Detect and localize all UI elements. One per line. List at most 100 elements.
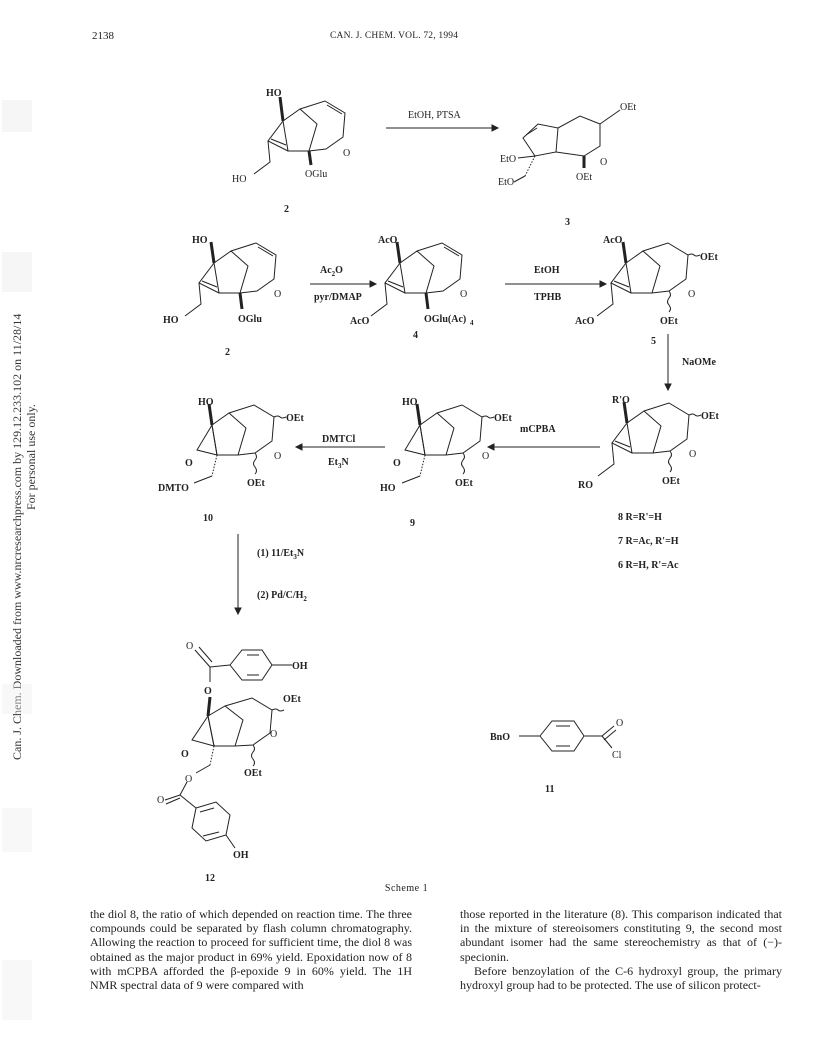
- reagent-ethanol-ptsa: EtOH, PTSA: [408, 110, 462, 121]
- svg-text:O: O: [460, 289, 467, 300]
- svg-text:Ac2O: Ac2O: [320, 265, 343, 278]
- svg-text:O: O: [688, 289, 695, 300]
- atom-labels: HO O OGlu HO OEt O EtO EtO OEt HO O OGlu…: [157, 88, 719, 861]
- svg-text:OGlu(Ac): OGlu(Ac): [424, 314, 466, 325]
- paragraph: those reported in the literature (8). Th…: [460, 907, 782, 964]
- svg-text:O: O: [204, 686, 212, 697]
- page-number: 2138: [92, 30, 114, 42]
- svg-text:O: O: [181, 749, 189, 760]
- svg-text:O: O: [274, 451, 281, 462]
- svg-text:O: O: [689, 449, 696, 460]
- svg-text:O: O: [157, 795, 164, 806]
- svg-text:O: O: [274, 289, 281, 300]
- compound-number: 10: [203, 513, 213, 524]
- svg-text:AcO: AcO: [350, 316, 370, 327]
- compound-number: 5: [651, 336, 656, 347]
- svg-text:HO: HO: [163, 315, 179, 326]
- svg-text:BnO: BnO: [490, 732, 510, 743]
- svg-text:(2) Pd/C/H2: (2) Pd/C/H2: [257, 590, 307, 603]
- svg-text:Et3N: Et3N: [328, 457, 350, 470]
- svg-text:OGlu: OGlu: [305, 169, 327, 180]
- svg-text:AcO: AcO: [575, 316, 595, 327]
- compound-8: [597, 401, 702, 477]
- paragraph: Before benzoylation of the C-6 hydroxyl …: [460, 963, 782, 993]
- svg-text:O: O: [343, 148, 350, 159]
- reagent-labels: EtOH, PTSA Ac2O pyr/DMAP EtOH TPHB NaOMe…: [257, 110, 716, 603]
- reaction-arrows: [234, 124, 672, 616]
- reagent-ethanol: EtOH: [534, 265, 560, 276]
- svg-text:O: O: [616, 718, 623, 729]
- substituent-legend: 8 R=R'=H 7 R=Ac, R'=H 6 R=H, R'=Ac: [618, 512, 679, 571]
- svg-text:OEt: OEt: [286, 413, 304, 424]
- svg-text:Cl: Cl: [612, 750, 622, 761]
- compound-3: [513, 109, 621, 183]
- compound-numbers: 2 3 2 4 5 10 9 12 11: [203, 204, 656, 884]
- svg-text:OEt: OEt: [701, 411, 719, 422]
- body-left-column: the diol 8, the ratio of which depended …: [90, 907, 412, 992]
- body-right-column: those reported in the literature (8). Th…: [460, 907, 782, 992]
- scan-noise: [2, 100, 32, 132]
- paragraph: the diol 8, the ratio of which depended …: [90, 907, 412, 993]
- reagent-mcpba: mCPBA: [520, 424, 556, 435]
- compound-number: 2: [225, 347, 230, 358]
- svg-text:EtO: EtO: [500, 154, 516, 165]
- scan-noise: [2, 684, 32, 714]
- svg-text:OGlu: OGlu: [238, 314, 262, 325]
- svg-text:HO: HO: [192, 235, 208, 246]
- svg-text:OEt: OEt: [662, 476, 680, 487]
- svg-text:HO: HO: [232, 174, 246, 185]
- running-header: CAN. J. CHEM. VOL. 72, 1994: [330, 31, 459, 41]
- compound-number: 9: [410, 518, 415, 529]
- scheme-caption: Scheme 1: [384, 883, 429, 894]
- svg-text:EtO: EtO: [498, 177, 514, 188]
- compound-number: 4: [413, 330, 418, 341]
- svg-text:OEt: OEt: [247, 478, 265, 489]
- svg-text:RO: RO: [578, 480, 593, 491]
- compound-number: 3: [565, 217, 570, 228]
- svg-text:OH: OH: [233, 850, 249, 861]
- compound-12: [164, 646, 292, 849]
- svg-text:OEt: OEt: [700, 252, 718, 263]
- svg-text:DMTO: DMTO: [158, 483, 189, 494]
- svg-text:OEt: OEt: [576, 172, 592, 183]
- compound-4: [370, 241, 463, 317]
- svg-text:OH: OH: [292, 661, 308, 672]
- svg-text:O: O: [185, 458, 193, 469]
- svg-text:(1) 11/Et3N: (1) 11/Et3N: [257, 548, 305, 561]
- svg-text:OEt: OEt: [455, 478, 473, 489]
- compound-number: 2: [284, 204, 289, 215]
- compound-5: [596, 241, 701, 317]
- legend-line: 7 R=Ac, R'=H: [618, 536, 679, 547]
- svg-text:O: O: [600, 157, 607, 168]
- svg-text:AcO: AcO: [603, 235, 623, 246]
- reagent-pyr-dmap: pyr/DMAP: [314, 292, 362, 303]
- compound-10: [193, 403, 287, 484]
- svg-text:O: O: [482, 451, 489, 462]
- reagent-dmtcl: DMTCl: [322, 434, 356, 445]
- svg-text:O: O: [270, 729, 277, 740]
- compound-number: 11: [545, 784, 554, 795]
- svg-text:O: O: [185, 774, 192, 785]
- svg-text:HO: HO: [198, 397, 214, 408]
- compound-number: 12: [205, 873, 215, 884]
- svg-text:R'O: R'O: [612, 395, 630, 406]
- scan-noise: [2, 808, 32, 852]
- svg-text:HO: HO: [380, 483, 396, 494]
- svg-text:OEt: OEt: [620, 102, 636, 113]
- scan-noise: [2, 252, 32, 292]
- svg-text:HO: HO: [402, 397, 418, 408]
- svg-text:AcO: AcO: [378, 235, 398, 246]
- svg-text:OEt: OEt: [494, 413, 512, 424]
- reagent-naome: NaOMe: [682, 357, 716, 368]
- compound-2-top: [253, 96, 346, 175]
- scan-noise: [2, 960, 32, 1020]
- reagent-tphb: TPHB: [534, 292, 562, 303]
- svg-text:4: 4: [470, 319, 474, 327]
- legend-line: 6 R=H, R'=Ac: [618, 560, 679, 571]
- legend-line: 8 R=R'=H: [618, 512, 662, 523]
- svg-text:HO: HO: [266, 88, 282, 99]
- svg-text:OEt: OEt: [660, 316, 678, 327]
- svg-text:O: O: [186, 641, 193, 652]
- svg-text:OEt: OEt: [283, 694, 301, 705]
- svg-text:OEt: OEt: [244, 768, 262, 779]
